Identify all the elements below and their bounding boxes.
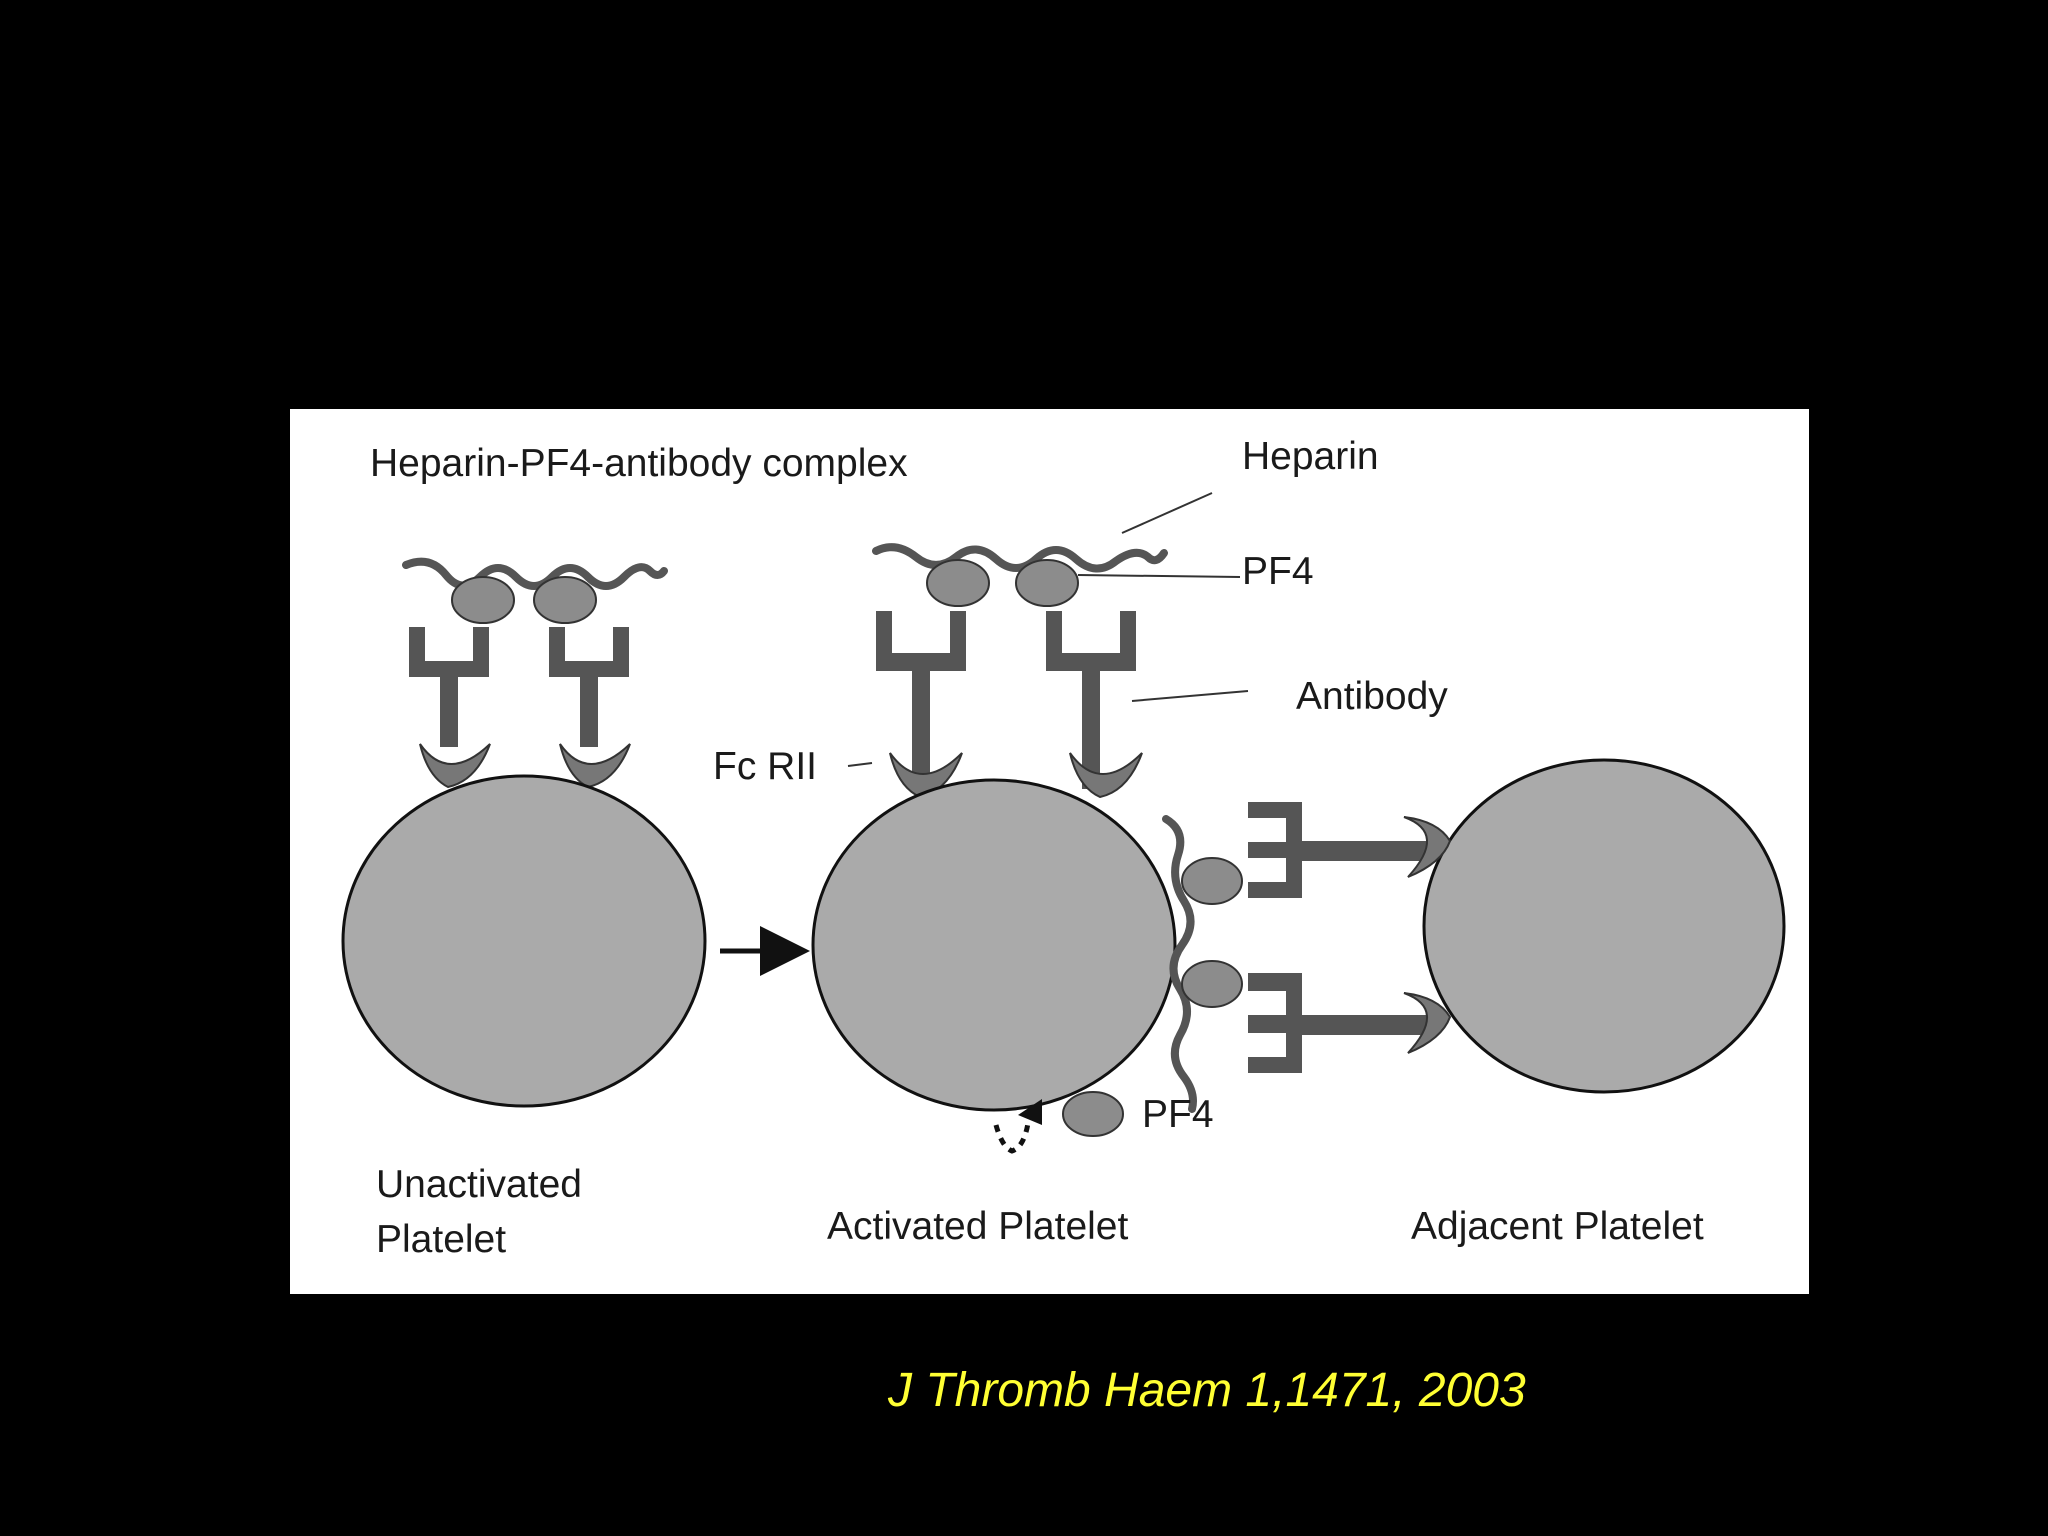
leader-lines bbox=[847, 492, 1249, 767]
activated-platelet bbox=[811, 778, 1177, 1112]
label-adjacent: Adjacent Platelet bbox=[1411, 1205, 1704, 1248]
label-complex: Heparin-PF4-antibody complex bbox=[370, 442, 908, 485]
antibody-bridge-bottom bbox=[1248, 973, 1302, 1073]
unactivated-platelet bbox=[341, 774, 707, 1108]
label-unactivated-line1: Unactivated bbox=[376, 1163, 582, 1206]
heparin-chain-activated bbox=[872, 543, 1168, 573]
pf4-unactivated-right bbox=[533, 576, 597, 624]
pf4-release-arrowhead bbox=[1018, 1099, 1042, 1125]
activated-platelet-group bbox=[811, 543, 1243, 1154]
citation: J Thromb Haem 1,1471, 2003 bbox=[888, 1364, 1526, 1417]
label-antibody: Antibody bbox=[1296, 675, 1448, 718]
leader-antibody bbox=[1131, 690, 1249, 702]
pf4-side-top bbox=[1181, 857, 1243, 905]
antibody-bridge-top bbox=[1248, 802, 1302, 898]
antibody-bridge-bottom-stem bbox=[1302, 1015, 1432, 1035]
label-fc-receptor: Fc RII bbox=[713, 745, 817, 788]
label-heparin: Heparin bbox=[1242, 435, 1379, 478]
adjacent-platelet-group bbox=[1403, 758, 1786, 1094]
heparin-chain-unactivated bbox=[402, 557, 668, 590]
adjacent-platelet bbox=[1422, 758, 1786, 1094]
leader-heparin bbox=[1121, 492, 1213, 534]
antibody-unactivated-right bbox=[549, 627, 629, 747]
platelet-activation-diagram: Heparin-PF4-antibody complex Heparin PF4… bbox=[341, 435, 1786, 1261]
pf4-release-arrow bbox=[993, 1122, 1031, 1154]
antibody-activated-left bbox=[876, 611, 966, 789]
unactivated-platelet-group bbox=[341, 557, 707, 1108]
heparin-chain-side bbox=[1162, 815, 1197, 1113]
label-unactivated-line2: Platelet bbox=[376, 1218, 506, 1261]
antibody-unactivated-left bbox=[409, 627, 489, 747]
pf4-unactivated-left bbox=[451, 576, 515, 624]
fc-receptor-adjacent-bottom bbox=[1403, 992, 1452, 1054]
fc-receptor-unactivated-right bbox=[559, 743, 631, 789]
fc-receptor-activated-left bbox=[889, 752, 963, 799]
fc-receptor-unactivated-left bbox=[419, 743, 491, 789]
leader-fc-receptor bbox=[847, 762, 873, 767]
label-activated: Activated Platelet bbox=[827, 1205, 1129, 1248]
pf4-released bbox=[1062, 1091, 1124, 1137]
fc-receptor-activated-right bbox=[1069, 752, 1143, 799]
pf4-activated-right bbox=[1015, 559, 1079, 607]
label-pf4-top: PF4 bbox=[1242, 550, 1314, 593]
labels: Heparin-PF4-antibody complex Heparin PF4… bbox=[370, 435, 1704, 1261]
figure-panel: Heparin-PF4-antibody complex Heparin PF4… bbox=[290, 409, 1809, 1294]
fc-receptor-adjacent-top bbox=[1403, 816, 1452, 878]
antibody-activated-right bbox=[1046, 611, 1136, 789]
antibody-bridge-top-stem bbox=[1302, 841, 1432, 861]
pf4-side-bottom bbox=[1181, 960, 1243, 1008]
pf4-activated-left bbox=[926, 559, 990, 607]
leader-pf4 bbox=[1077, 574, 1241, 578]
bridging-antibodies bbox=[1248, 802, 1432, 1073]
label-pf4-released: PF4 bbox=[1142, 1093, 1214, 1136]
